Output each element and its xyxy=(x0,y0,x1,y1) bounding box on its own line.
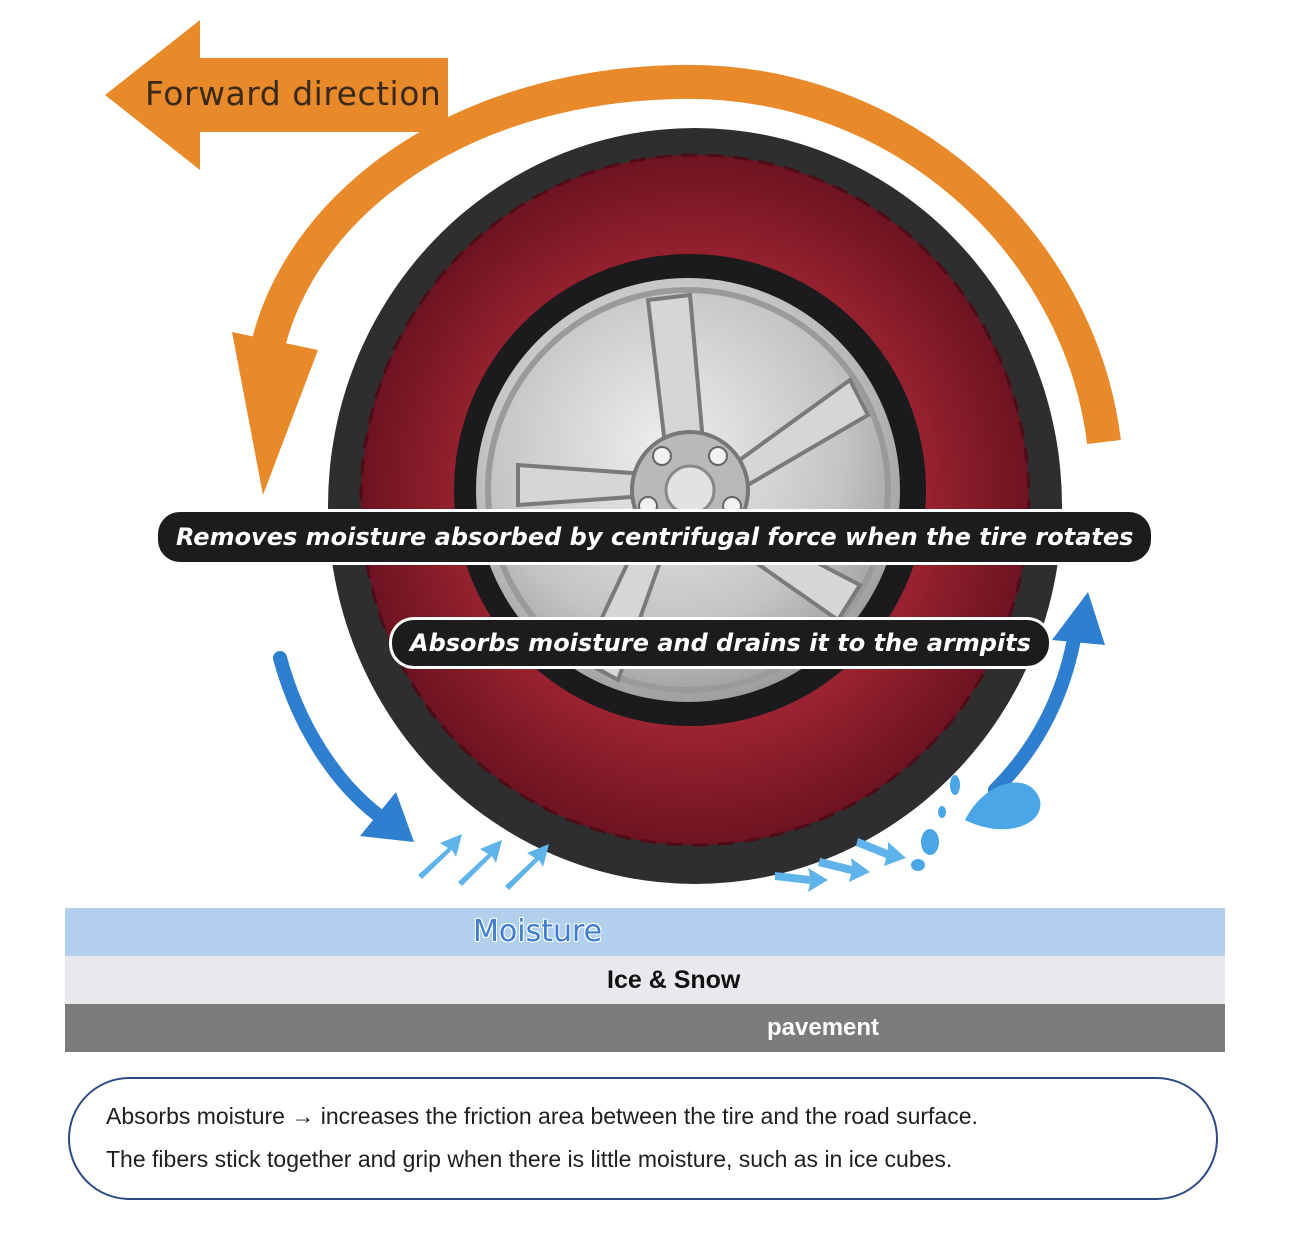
absorb-arrows xyxy=(418,834,549,890)
centrifugal-callout: Removes moisture absorbed by centrifugal… xyxy=(158,512,1152,562)
drain-arrows xyxy=(775,838,906,892)
hub-cap xyxy=(664,464,716,516)
water-down-arrow xyxy=(273,651,385,822)
rim-edge xyxy=(485,287,891,693)
wheel-spokes xyxy=(516,292,871,683)
note-line-1: Absorbs moisture → increases the frictio… xyxy=(106,1103,978,1129)
forward-direction-arrow xyxy=(105,20,448,170)
ice-snow-layer: Ice & Snow xyxy=(65,956,1225,1004)
moisture-label: Moisture xyxy=(473,914,603,949)
forward-direction-label: Forward direction xyxy=(145,74,442,113)
moisture-layer: Moisture xyxy=(65,908,1225,956)
water-up-arrow xyxy=(988,621,1083,797)
tire-sock xyxy=(328,128,1062,884)
rotation-arc-arrow xyxy=(245,64,1121,445)
water-splash xyxy=(911,775,1041,871)
water-up-arrowhead xyxy=(1052,592,1105,645)
explanation-note: Absorbs moisture → increases the frictio… xyxy=(68,1077,1218,1200)
tire-sock-seam xyxy=(359,153,1031,847)
pavement-layer: pavement xyxy=(65,1004,1225,1052)
rotation-arc-arrowhead xyxy=(232,332,318,495)
note-line-2: The fibers stick together and grip when … xyxy=(106,1146,953,1172)
drain-callout: Absorbs moisture and drains it to the ar… xyxy=(392,620,1049,666)
pavement-label: pavement xyxy=(767,1014,880,1041)
ice-snow-label: Ice & Snow xyxy=(607,966,741,994)
water-down-arrowhead xyxy=(360,792,414,842)
